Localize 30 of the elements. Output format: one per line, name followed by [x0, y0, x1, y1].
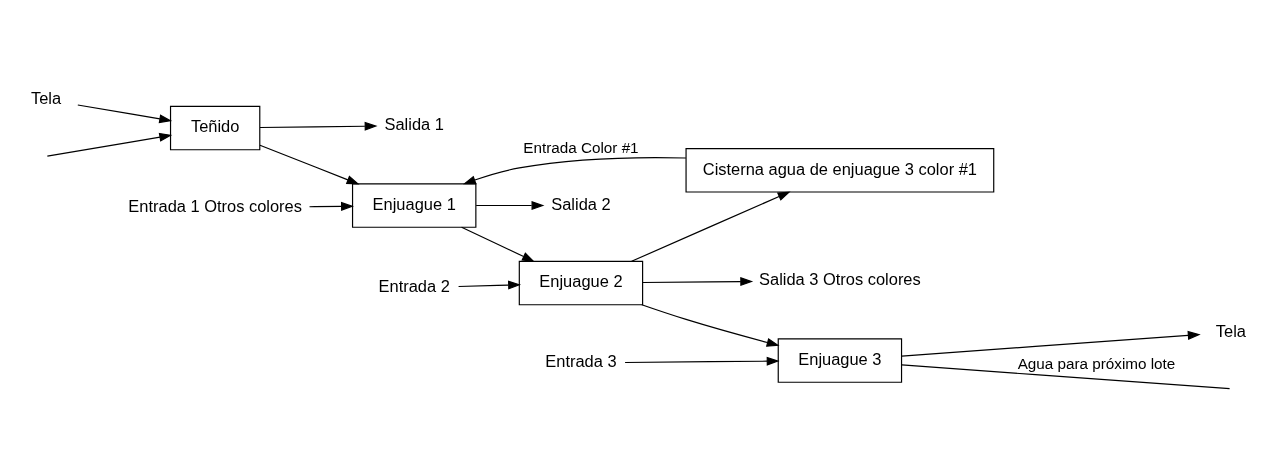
node-box: Cisterna agua de enjuague 3 color #1 [685, 148, 995, 193]
arrow [462, 157, 687, 185]
arrow [631, 191, 791, 262]
node-text: Tela [1215, 321, 1247, 340]
arrow [641, 304, 780, 347]
arrow [624, 356, 780, 366]
arrow [77, 104, 173, 124]
node-text: Tela [30, 89, 62, 108]
arrow [308, 201, 354, 211]
arrow [901, 330, 1201, 357]
node-box: Enjuague 2 [518, 260, 644, 306]
node-text: Entrada 2 [378, 277, 450, 296]
edge-label: Agua para próximo lote [1017, 355, 1176, 373]
arrow [461, 226, 535, 262]
node-text: Salida 2 [551, 194, 611, 213]
connector [901, 364, 1231, 390]
arrow [259, 121, 378, 131]
node-box: Enjuague 1 [351, 183, 477, 228]
arrow [46, 132, 173, 157]
node-text: Entrada 3 [545, 352, 617, 371]
arrow [642, 277, 754, 287]
node-text: Salida 3 Otros colores [759, 270, 921, 289]
arrow [259, 144, 360, 185]
edge-label: Entrada Color #1 [523, 139, 639, 157]
node-text: Entrada 1 Otros colores [128, 197, 302, 216]
node-box: Teñido [169, 105, 261, 151]
node-text: Salida 1 [384, 115, 444, 134]
arrow [458, 280, 522, 290]
node-box: Enjuague 3 [777, 338, 903, 383]
arrow [475, 201, 545, 211]
